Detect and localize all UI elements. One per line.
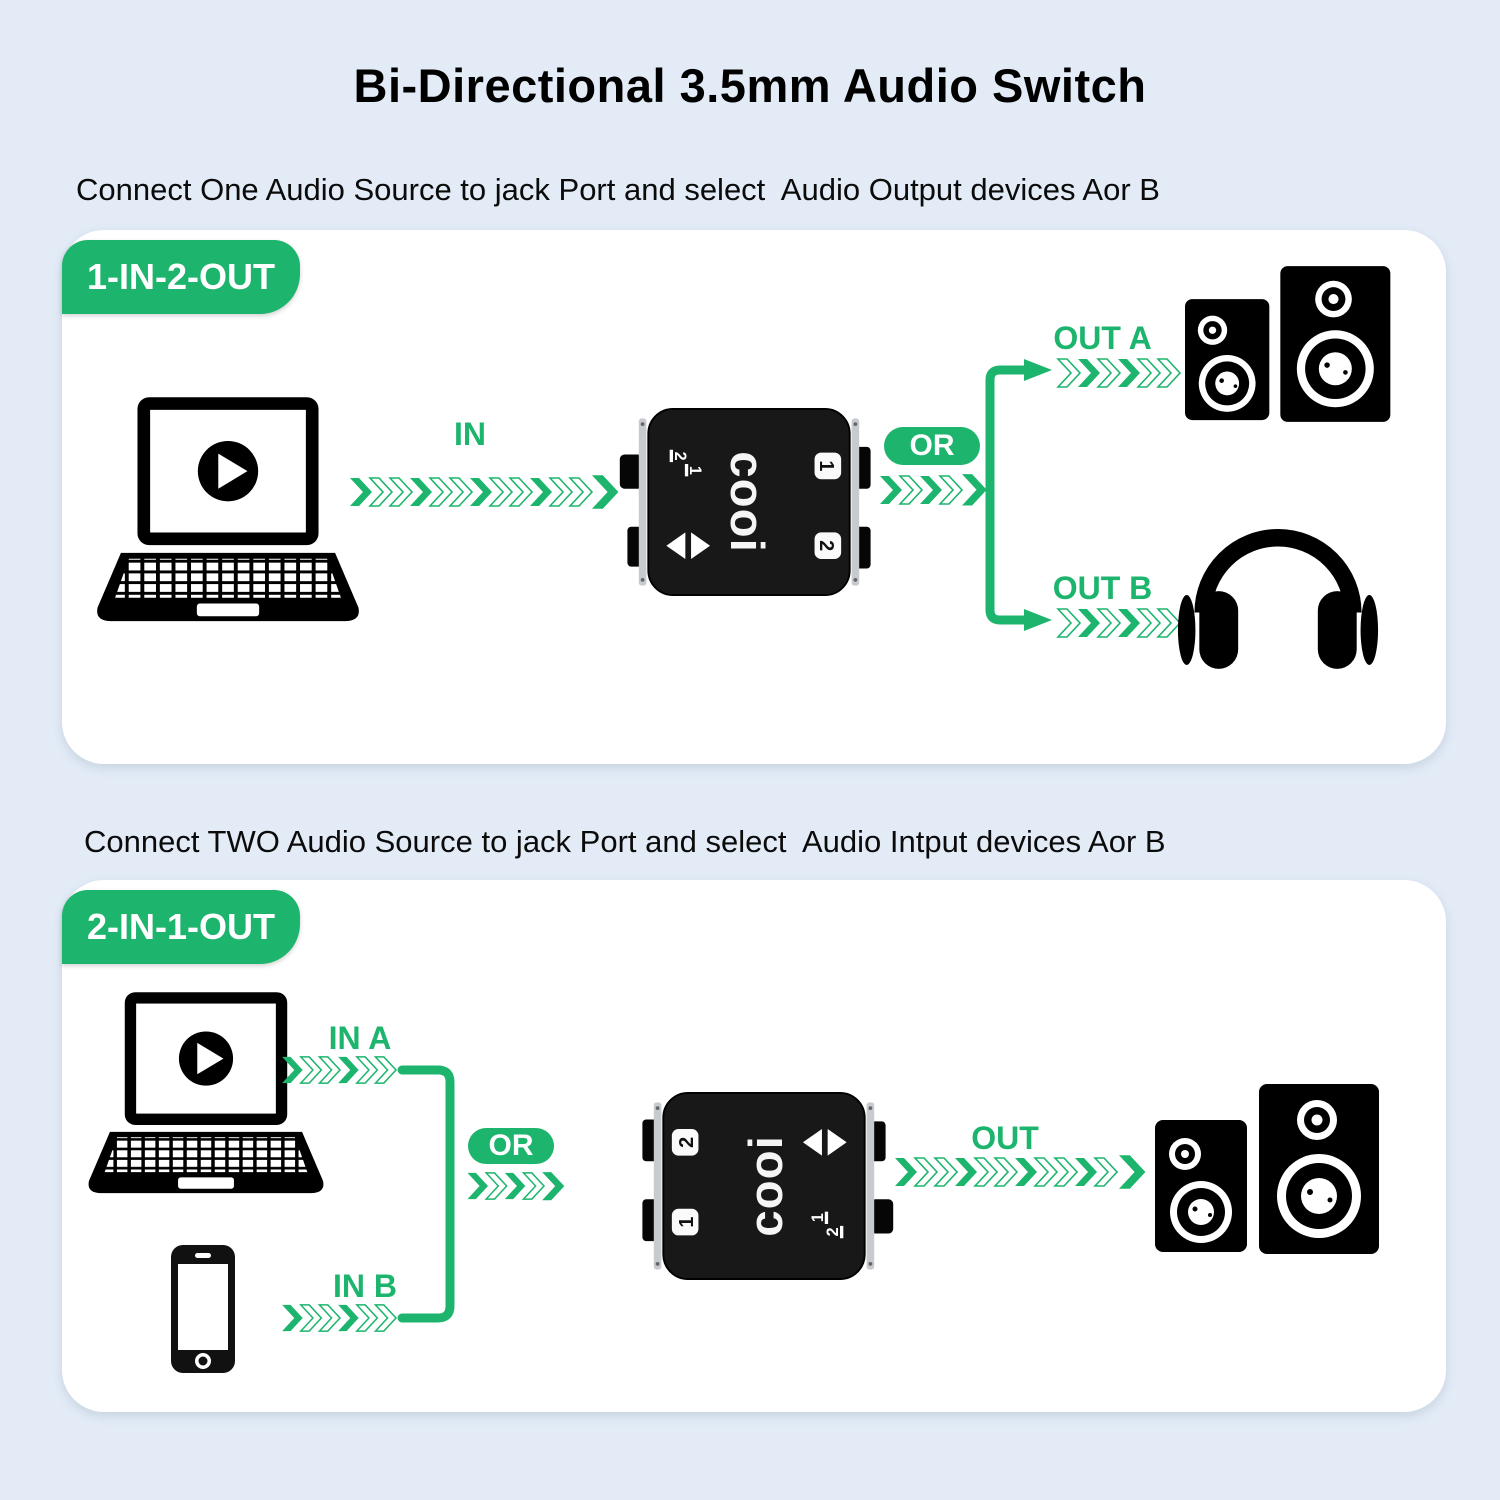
branch-connector-line: [985, 359, 1052, 631]
section1-caption: Connect One Audio Source to jack Port an…: [76, 172, 1160, 207]
svg-text:1: 1: [809, 1213, 827, 1222]
audio-switch-device-rotated: 1 2 cooi 1 2: [642, 1088, 894, 1284]
left-right-diamond-icon: [802, 1129, 847, 1156]
section1-badge: 1-IN-2-OUT: [62, 240, 300, 314]
chevron-arrow-row-in-a: [282, 1056, 397, 1084]
chevron-arrow-row-in-b: [282, 1304, 397, 1332]
chevron-arrow-row-out-a: [1057, 358, 1181, 388]
section2-or-pill: OR: [468, 1128, 554, 1164]
speakers-icon: [1155, 1084, 1379, 1254]
port-2-label: 2: [671, 1129, 699, 1156]
headphones-icon: [1177, 529, 1379, 669]
section1-out-a-label: OUT A: [1053, 320, 1152, 356]
svg-text:1: 1: [686, 466, 704, 475]
chevron-arrow-row-out: [895, 1155, 1146, 1189]
audio-switch-device: 1 2 cooi 1 2: [619, 407, 871, 597]
section2-in-a-label: IN A: [328, 1020, 392, 1056]
jack-port: [870, 1121, 886, 1162]
port-2-label: 2: [814, 532, 842, 559]
device-brand-label: cooi: [740, 1135, 793, 1236]
svg-text:cooi: cooi: [720, 451, 773, 552]
chevron-arrow-row-or-2: [467, 1172, 565, 1201]
svg-text:1: 1: [676, 1217, 698, 1228]
svg-text:cooi: cooi: [740, 1135, 793, 1236]
laptop-icon: [88, 992, 324, 1194]
section1-in-label: IN: [454, 416, 486, 452]
page-title: Bi-Directional 3.5mm Audio Switch: [353, 59, 1147, 112]
section2-caption: Connect TWO Audio Source to jack Port an…: [84, 824, 1166, 859]
port-1-label: 1: [814, 452, 842, 480]
svg-text:2: 2: [671, 452, 689, 461]
smartphone-icon: [171, 1245, 235, 1373]
section2-in-b-label: IN B: [333, 1268, 397, 1304]
svg-text:2: 2: [824, 1227, 842, 1236]
selector-1-2-icon: 1 2: [669, 449, 704, 477]
chevron-arrow-row-out-b: [1057, 608, 1181, 638]
laptop-icon: [97, 397, 359, 622]
chevron-arrow-row-in: [350, 475, 619, 509]
svg-text:2: 2: [815, 540, 837, 551]
svg-text:1: 1: [815, 460, 837, 471]
section2-badge: 2-IN-1-OUT: [62, 890, 300, 964]
play-icon: [178, 1031, 234, 1086]
jack-plug: [870, 1199, 894, 1234]
section1-out-b-label: OUT B: [1052, 570, 1153, 606]
svg-text:2: 2: [676, 1137, 698, 1148]
section2-out-label: OUT: [971, 1120, 1039, 1156]
merge-connector-line: [397, 1065, 455, 1323]
jack-port-left: [627, 526, 643, 567]
section1-or-pill: OR: [884, 427, 980, 465]
device-brand-label: cooi: [720, 451, 773, 552]
jack-plug-left: [619, 454, 643, 489]
left-right-diamond-icon: [666, 532, 711, 559]
chevron-arrow-row-or: [880, 474, 987, 506]
selector-1-2-icon: 1 2: [809, 1211, 844, 1239]
speakers-icon: [1185, 266, 1391, 422]
port-1-label: 1: [671, 1208, 699, 1236]
play-icon: [197, 441, 259, 502]
